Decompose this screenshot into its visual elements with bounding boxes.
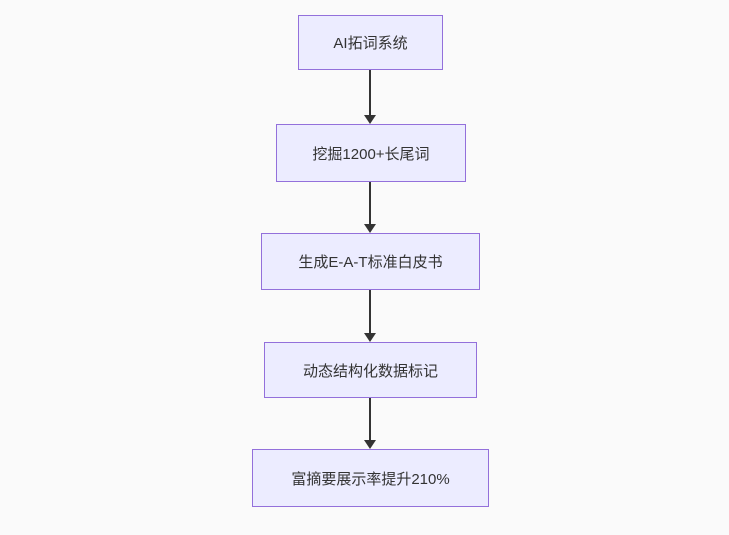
flow-arrow-4 [364, 398, 376, 449]
flow-node-label: AI拓词系统 [333, 35, 408, 52]
flow-node-rich-snippet-result: 富摘要展示率提升210% [252, 449, 489, 507]
arrow-line [369, 182, 371, 224]
flow-node-longtail-mining: 挖掘1200+长尾词 [276, 124, 466, 182]
arrow-head-icon [364, 440, 376, 449]
flow-node-ai-keyword-system: AI拓词系统 [298, 15, 443, 70]
flow-arrow-1 [364, 70, 376, 124]
flow-node-eat-whitepaper: 生成E-A-T标准白皮书 [261, 233, 480, 290]
flow-node-label: 富摘要展示率提升210% [291, 470, 450, 488]
arrow-line [369, 398, 371, 440]
arrow-head-icon [364, 224, 376, 233]
flow-node-structured-data-markup: 动态结构化数据标记 [264, 342, 477, 398]
flow-node-label: 生成E-A-T标准白皮书 [298, 254, 443, 271]
flow-arrow-2 [364, 182, 376, 233]
arrow-line [369, 290, 371, 333]
arrow-line [369, 70, 371, 115]
flow-node-label: 挖掘1200+长尾词 [312, 145, 430, 163]
flow-arrow-3 [364, 290, 376, 342]
flow-node-label: 动态结构化数据标记 [302, 362, 438, 380]
arrow-head-icon [364, 333, 376, 342]
arrow-head-icon [364, 115, 376, 124]
